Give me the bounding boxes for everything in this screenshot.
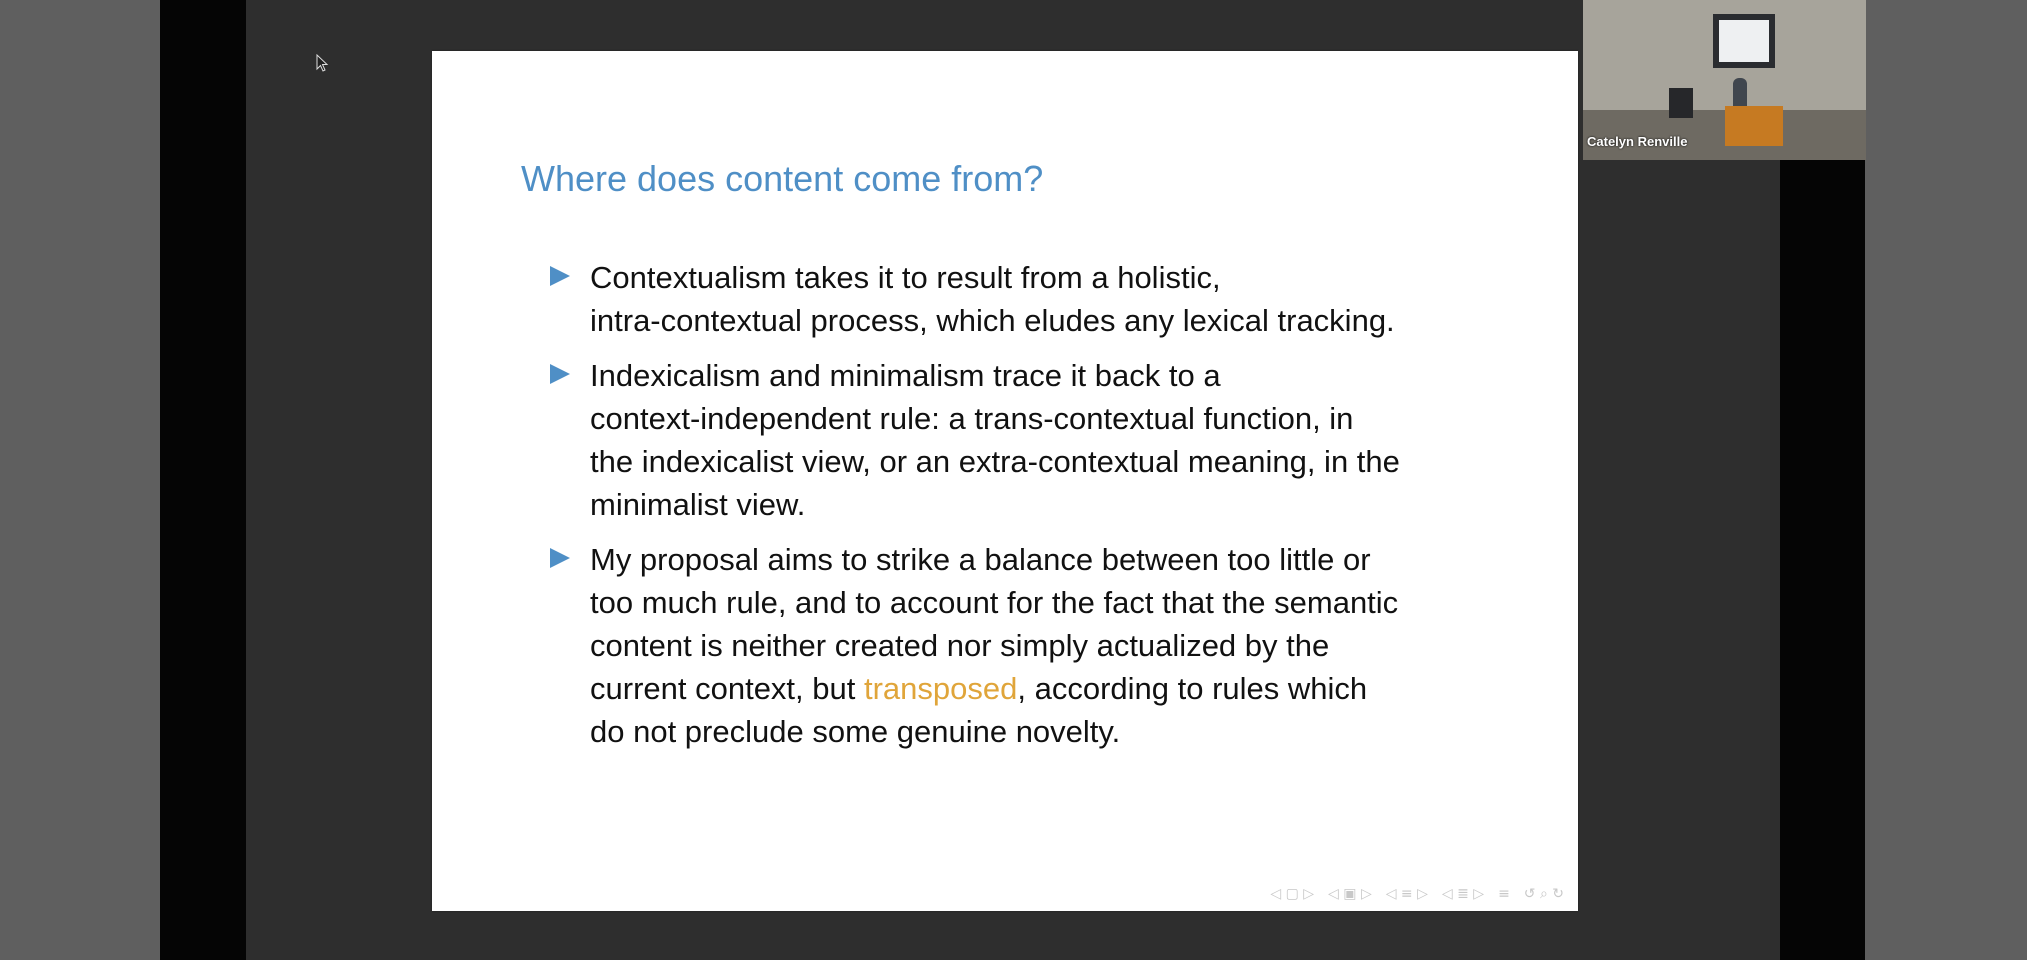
triangle-bullet-icon	[550, 364, 570, 384]
search-icon[interactable]: ↺ ⌕ ↻	[1523, 886, 1564, 902]
chair	[1669, 88, 1693, 118]
section-nav-icon[interactable]: ◁ ≣ ▷	[1441, 886, 1485, 902]
mouse-cursor-icon	[316, 54, 329, 72]
subsection-nav-icon[interactable]: ◁ ≡ ▷	[1385, 886, 1428, 902]
lectern	[1725, 106, 1783, 146]
participant-name-label: Catelyn Renville	[1587, 134, 1688, 149]
bullet-item: Indexicalism and minimalism trace it bac…	[550, 354, 1560, 526]
triangle-bullet-icon	[550, 266, 570, 286]
right-margin	[1865, 0, 2027, 960]
slide-title: Where does content come from?	[521, 158, 1044, 199]
slide-nav-icon[interactable]: ◁ ▢ ▷	[1270, 886, 1315, 902]
speaker-figure	[1733, 78, 1747, 110]
presentation-slide: Where does content come from? Contextual…	[432, 51, 1578, 911]
video-floor	[1583, 110, 1866, 160]
bullet-item: My proposal aims to strike a balance bet…	[550, 538, 1560, 753]
beamer-navigation-bar: ◁ ▢ ▷ ◁ ▣ ▷ ◁ ≡ ▷ ◁ ≣ ▷ ≡ ↺ ⌕ ↻	[1270, 885, 1564, 903]
bullet-item: Contextualism takes it to result from a …	[550, 256, 1560, 342]
bullet-text: Indexicalism and minimalism trace it bac…	[590, 358, 1400, 522]
bullet-text: Contextualism takes it to result from a …	[590, 260, 1395, 338]
left-letterbox	[160, 0, 246, 960]
participant-video-tile[interactable]: Catelyn Renville	[1583, 0, 1866, 160]
projector-screen-content	[1719, 20, 1769, 62]
highlighted-term: transposed	[863, 671, 1018, 706]
right-letterbox	[1780, 0, 1865, 960]
triangle-bullet-icon	[550, 548, 570, 568]
frame-nav-icon[interactable]: ◁ ▣ ▷	[1328, 886, 1372, 902]
bullet-text: My proposal aims to strike a balance bet…	[590, 542, 1399, 749]
align-icon[interactable]: ≡	[1498, 886, 1510, 902]
left-margin	[0, 0, 160, 960]
bullet-list: Contextualism takes it to result from a …	[550, 256, 1560, 765]
